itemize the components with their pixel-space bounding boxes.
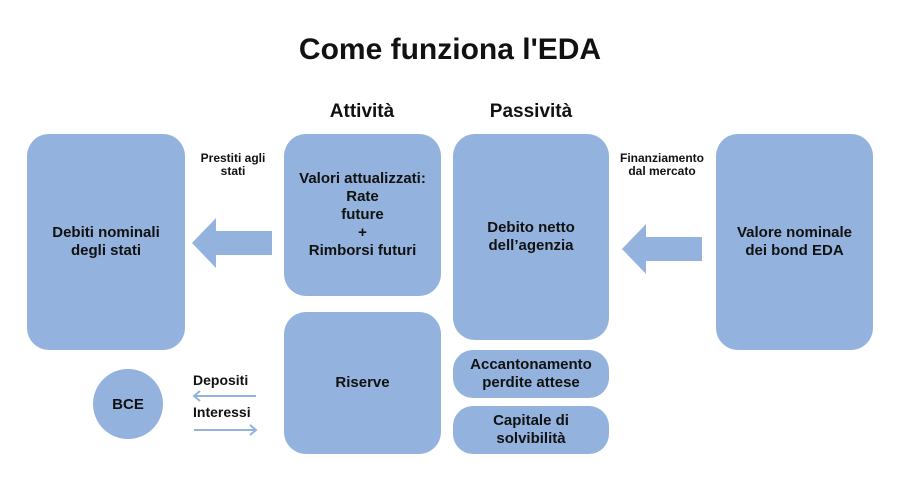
reserves-box: Riserve	[284, 312, 441, 454]
box-line: Valore nominale	[736, 224, 853, 241]
box-line: Debito netto	[487, 219, 575, 236]
arrow-left-funding-icon	[622, 224, 702, 274]
column-heading-assets: Attività	[329, 101, 395, 122]
box-line: perdite attese	[482, 374, 580, 391]
box-line: degli stati	[70, 242, 141, 259]
arrow-left-loans-icon	[192, 218, 272, 268]
box-line: +	[358, 224, 367, 241]
ecb-label: BCE	[112, 395, 144, 413]
box-line: Rimborsi futuri	[308, 242, 417, 259]
box-line: Riserve	[335, 374, 390, 391]
state-debts-box: Debiti nominali degli stati	[27, 134, 185, 350]
interests-label: Interessi	[193, 404, 251, 420]
deposits-label: Depositi	[193, 372, 249, 388]
box-line: Accantonamento	[470, 356, 592, 373]
agency-debt-box: Debito netto dell’agenzia	[453, 134, 609, 340]
eda-bonds-box: Valore nominale dei bond EDA	[716, 134, 873, 350]
ecb-circle: BCE	[93, 369, 163, 439]
column-heading-liabilities: Passività	[489, 101, 573, 122]
box-line: solvibilità	[496, 430, 566, 447]
box-line: Debiti nominali	[52, 224, 160, 241]
state-loans-label: Prestiti agli stati	[188, 152, 278, 178]
box-line: future	[341, 206, 384, 223]
label-line: Prestiti agli	[200, 151, 266, 165]
solvency-capital-box: Capitale di solvibilità	[453, 406, 609, 454]
label-line: Finanziamento	[619, 151, 704, 165]
label-line: stati	[220, 164, 246, 178]
box-line: dei bond EDA	[745, 242, 844, 259]
box-line: Valori attualizzati:	[299, 170, 426, 187]
market-funding-label: Finanziamento dal mercato	[607, 152, 717, 178]
diagram-title: Come funziona l'EDA	[298, 33, 602, 66]
arrow-deposits-icon	[192, 390, 256, 402]
box-line: Capitale di	[493, 412, 569, 429]
expected-losses-box: Accantonamento perdite attese	[453, 350, 609, 398]
arrow-interests-icon	[194, 424, 258, 436]
label-line: dal mercato	[628, 164, 696, 178]
box-line: Rate	[346, 188, 379, 205]
present-values-box: Valori attualizzati: Rate future + Rimbo…	[284, 134, 441, 296]
box-line: dell’agenzia	[488, 237, 574, 254]
